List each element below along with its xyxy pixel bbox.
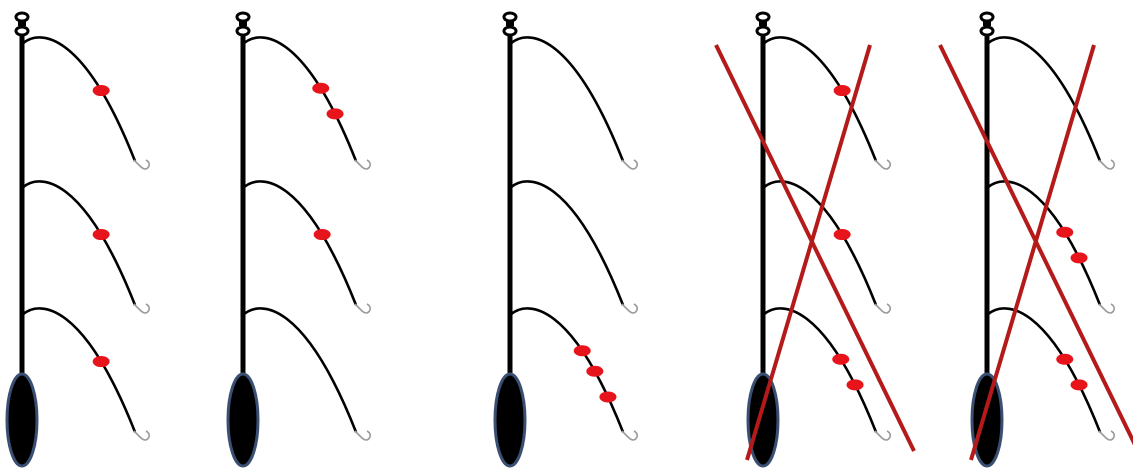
snood-line <box>986 36 1102 162</box>
bead-icon <box>92 85 110 97</box>
snood-line <box>762 180 878 306</box>
sinker-weight <box>746 372 780 468</box>
hook-icon <box>354 159 371 170</box>
bead-icon <box>92 356 110 368</box>
swivel-body <box>18 21 26 26</box>
snood-line <box>509 307 625 433</box>
swivel-body <box>759 21 767 26</box>
swivel-ring-top <box>755 11 771 23</box>
snood-line <box>21 36 137 162</box>
hook-icon <box>621 159 638 170</box>
hook-icon <box>354 303 371 314</box>
swivel-body <box>506 21 514 26</box>
snood-line <box>509 36 625 162</box>
swivel-ring-bottom <box>979 25 995 37</box>
snood-line <box>242 36 358 162</box>
hook-icon <box>874 159 891 170</box>
snood-line <box>242 180 358 306</box>
bead-icon <box>312 82 330 94</box>
sinker-weight <box>970 372 1004 468</box>
bead-icon <box>326 108 344 120</box>
hook-icon <box>874 303 891 314</box>
cross-out-line <box>969 44 1096 461</box>
sinker-weight <box>5 372 39 468</box>
rig-5 <box>938 11 1133 468</box>
hook-icon <box>133 159 150 170</box>
sinker-weight <box>493 372 527 468</box>
cross-out-line <box>714 44 916 452</box>
hook-icon <box>621 430 638 441</box>
swivel-ring-top <box>14 11 30 23</box>
snood-line <box>21 307 137 433</box>
snood-line <box>986 180 1102 306</box>
bead-icon <box>833 85 851 97</box>
hook-icon <box>1098 430 1115 441</box>
bead-icon <box>1070 379 1088 391</box>
swivel-ring-bottom <box>14 25 30 37</box>
rig-2 <box>226 11 371 468</box>
snood-line <box>21 180 137 306</box>
bead-icon <box>1056 353 1074 365</box>
hook-icon <box>1098 303 1115 314</box>
bead-icon <box>846 379 864 391</box>
cross-out-line <box>938 44 1133 446</box>
snood-line <box>986 307 1102 433</box>
bead-icon <box>573 345 591 357</box>
bead-icon <box>313 229 331 241</box>
rig-3 <box>493 11 638 468</box>
swivel-ring-bottom <box>235 25 251 37</box>
hook-icon <box>874 430 891 441</box>
snood-line <box>509 180 625 306</box>
hook-icon <box>621 303 638 314</box>
bead-icon <box>599 391 617 403</box>
hook-icon <box>354 430 371 441</box>
hook-icon <box>1098 159 1115 170</box>
snood-line <box>762 307 878 433</box>
swivel-ring-bottom <box>502 25 518 37</box>
swivel-body <box>983 21 991 26</box>
bead-icon <box>1070 252 1088 264</box>
bead-icon <box>1056 226 1074 238</box>
snood-line <box>762 36 878 162</box>
swivel-body <box>239 21 247 26</box>
bead-icon <box>92 229 110 241</box>
rig-4 <box>714 11 916 468</box>
swivel-ring-top <box>502 11 518 23</box>
snood-line <box>242 307 358 433</box>
hook-icon <box>133 303 150 314</box>
swivel-ring-top <box>235 11 251 23</box>
sinker-weight <box>226 372 260 468</box>
hook-icon <box>133 430 150 441</box>
rig-1 <box>5 11 150 468</box>
bead-icon <box>586 365 604 377</box>
cross-out-line <box>745 44 872 461</box>
bead-icon <box>833 229 851 241</box>
bead-icon <box>832 353 850 365</box>
swivel-ring-bottom <box>755 25 771 37</box>
swivel-ring-top <box>979 11 995 23</box>
